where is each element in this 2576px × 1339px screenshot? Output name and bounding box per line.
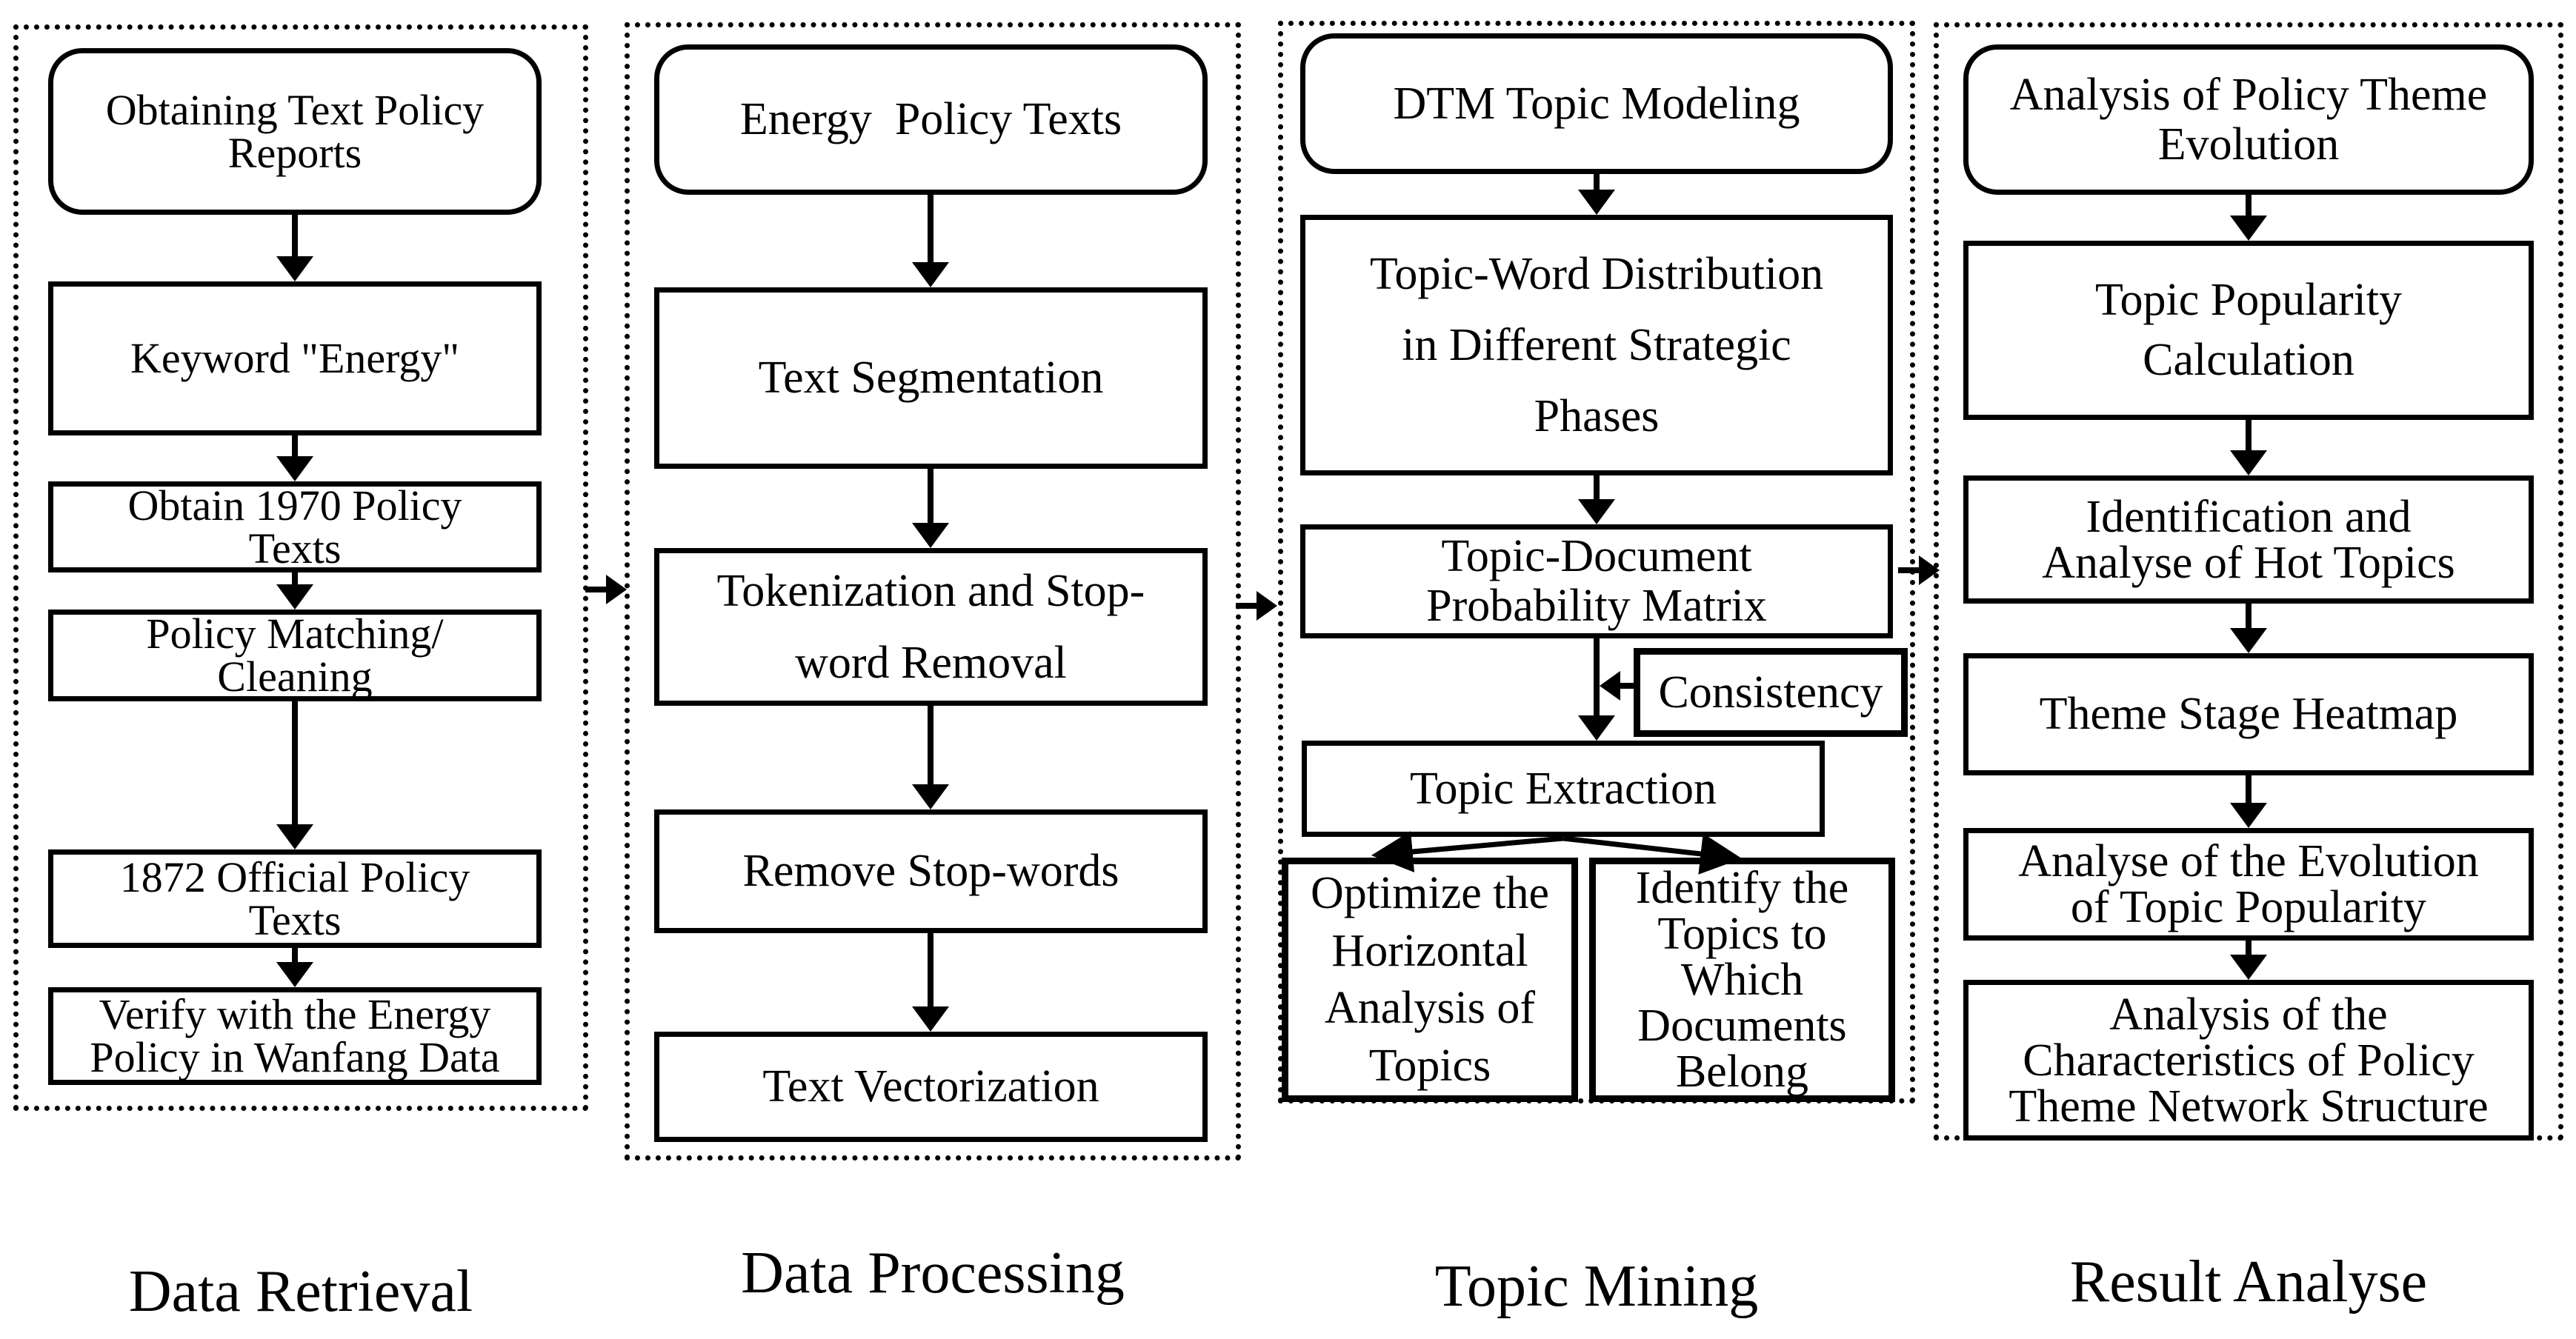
- stage-frame-data-processing: [625, 22, 1241, 1161]
- flow-arrow-down: [928, 933, 933, 1006]
- node-theme-stage-heatmap: Theme Stage Heatmap: [1963, 653, 2534, 775]
- flow-arrow-down: [2246, 941, 2251, 955]
- flow-arrow-down: [292, 948, 298, 962]
- flow-arrow-down: [2246, 420, 2251, 450]
- node-topic-extraction: Topic Extraction: [1302, 741, 1825, 837]
- stage-label-result-analyse: Result Analyse: [2069, 1249, 2428, 1315]
- flow-arrow-down: [928, 469, 933, 523]
- stage-arrow-mining-to-analyse: [1898, 567, 1919, 573]
- consistency-feed-arrow-left: [1620, 683, 1634, 689]
- stage-arrow-retrieval-to-processing: [585, 587, 606, 592]
- node-identification-hot-topics: Identification and Analyse of Hot Topics: [1963, 475, 2534, 604]
- stage-label-data-processing: Data Processing: [741, 1241, 1125, 1306]
- node-policy-matching-cleaning: Policy Matching/ Cleaning: [48, 610, 542, 701]
- node-optimize-horizontal-analysis: Optimize the Horizontal Analysis of Topi…: [1282, 858, 1578, 1102]
- flow-arrow-down: [292, 701, 298, 824]
- flow-arrow-down: [928, 195, 933, 262]
- node-analyse-evolution-topic-popularity: Analyse of the Evolution of Topic Popula…: [1963, 828, 2534, 941]
- node-topic-document-probability-matrix: Topic-Document Probability Matrix: [1300, 524, 1893, 638]
- stage-frame-data-retrieval: [13, 24, 588, 1111]
- stage-arrow-processing-to-mining: [1236, 603, 1257, 609]
- stage-label-data-retrieval: Data Retrieval: [128, 1259, 473, 1324]
- stage-label-topic-mining: Topic Mining: [1434, 1254, 1759, 1319]
- flow-arrow-down: [1594, 475, 1600, 499]
- node-keyword-energy: Keyword "Energy": [48, 281, 542, 435]
- node-remove-stop-words: Remove Stop-words: [654, 809, 1208, 933]
- flow-arrow-down: [1594, 174, 1600, 190]
- node-1872-official-policy-texts: 1872 Official Policy Texts: [48, 849, 542, 948]
- node-obtaining-text-policy-reports: Obtaining Text Policy Reports: [48, 48, 542, 215]
- flow-arrow-down: [928, 706, 933, 784]
- node-obtain-1970-policy-texts: Obtain 1970 Policy Texts: [48, 481, 542, 572]
- node-topic-word-distribution: Topic-Word Distribution in Different Str…: [1300, 215, 1893, 475]
- node-policy-theme-network-structure: Analysis of the Characteristics of Polic…: [1963, 980, 2534, 1141]
- flow-arrow-down: [292, 572, 298, 584]
- flow-arrow-down: [292, 215, 298, 256]
- flow-arrow-down: [2246, 195, 2251, 216]
- node-tokenization-stopword-removal: Tokenization and Stop- word Removal: [654, 548, 1208, 706]
- node-verify-wanfang: Verify with the Energy Policy in Wanfang…: [48, 987, 542, 1085]
- node-topic-popularity-calculation: Topic Popularity Calculation: [1963, 241, 2534, 420]
- flow-arrow-down: [292, 435, 298, 456]
- node-dtm-topic-modeling: DTM Topic Modeling: [1300, 33, 1893, 174]
- node-consistency: Consistency: [1634, 648, 1908, 737]
- node-identify-topics-documents-belong: Identify the Topics to Which Documents B…: [1589, 858, 1895, 1102]
- node-text-vectorization: Text Vectorization: [654, 1032, 1208, 1142]
- node-analysis-policy-theme-evolution: Analysis of Policy Theme Evolution: [1963, 44, 2534, 195]
- node-text-segmentation: Text Segmentation: [654, 287, 1208, 469]
- flow-arrow-down: [2246, 775, 2251, 803]
- node-energy-policy-texts: Energy Policy Texts: [654, 44, 1208, 195]
- flow-arrow-down: [1594, 638, 1600, 715]
- flow-arrow-down: [2246, 604, 2251, 628]
